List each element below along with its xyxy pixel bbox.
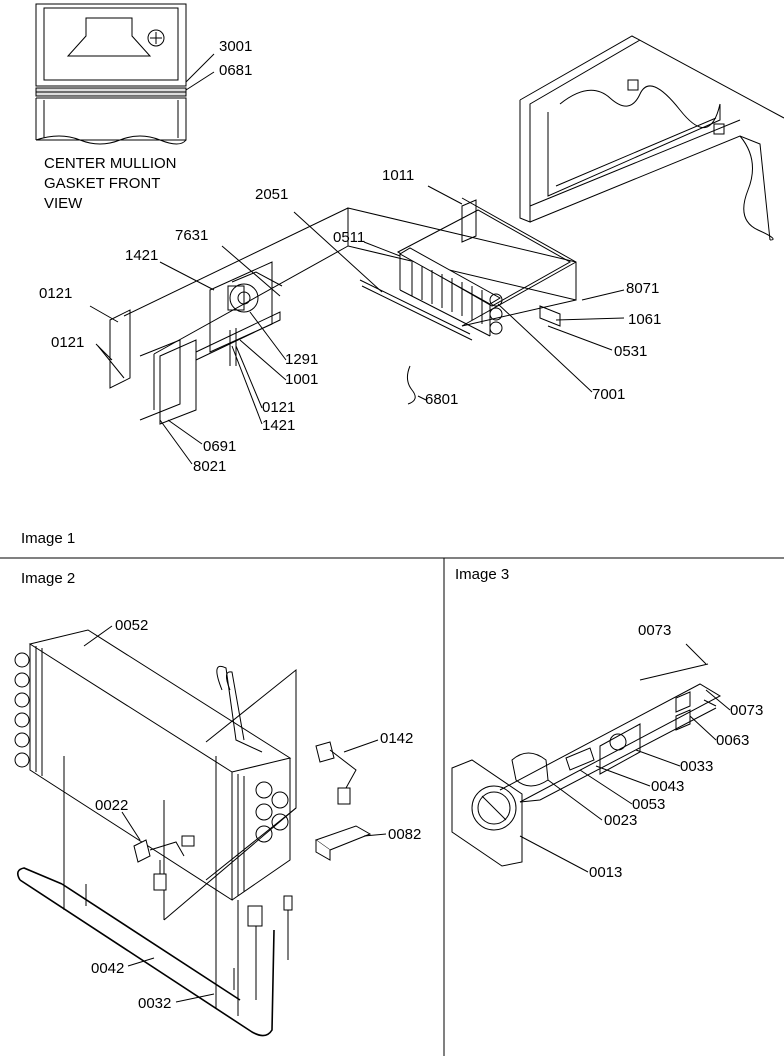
mullion-inset-drawing	[35, 3, 215, 145]
callout-0053: 0053	[632, 796, 666, 813]
evaporator-assembly-drawing	[123, 197, 577, 405]
evaporator-fins	[399, 247, 503, 337]
callout-0042: 0042	[91, 960, 125, 977]
image2-title: Image 2	[21, 570, 76, 587]
caption-line-1: CENTER MULLION	[44, 155, 177, 172]
callout-0023: 0023	[604, 812, 638, 829]
callout-1001: 1001	[285, 371, 319, 388]
callout-8071: 8071	[626, 280, 660, 297]
callout-0063: 0063	[716, 732, 750, 749]
callout-0511: 0511	[333, 229, 366, 246]
callout-0691: 0691	[203, 438, 237, 455]
callout-1011: 1011	[382, 167, 415, 184]
caption-line-2: GASKET FRONT	[44, 175, 161, 192]
callout-0121-lower: 0121	[262, 399, 296, 416]
image2-leader-lines	[83, 625, 387, 1003]
callout-1061: 1061	[628, 311, 662, 328]
callout-0681: 0681	[219, 62, 253, 79]
image1-title: Image 1	[21, 530, 76, 547]
callout-0121-upper: 0121	[39, 285, 73, 302]
callout-0121-middle: 0121	[51, 334, 85, 351]
callout-0022: 0022	[95, 797, 129, 814]
callout-8021: 8021	[193, 458, 227, 475]
callout-1421-upper: 1421	[125, 247, 159, 264]
callout-0073-lower: 0073	[730, 702, 764, 719]
callout-3001: 3001	[219, 38, 253, 55]
callout-0052: 0052	[115, 617, 149, 634]
image1-leader-lines	[89, 185, 625, 465]
callout-0043: 0043	[651, 778, 685, 795]
evaporator-coil-drawing	[14, 629, 297, 921]
image3-leader-lines	[519, 643, 731, 873]
callout-0531: 0531	[614, 343, 648, 360]
cabinet-cutaway-drawing	[519, 35, 784, 241]
callout-7001: 7001	[592, 386, 626, 403]
drain-heater-drawing	[16, 756, 275, 1037]
callout-7631: 7631	[175, 227, 209, 244]
callout-0032: 0032	[138, 995, 172, 1012]
image3-title: Image 3	[455, 566, 510, 583]
callout-0082: 0082	[388, 826, 422, 843]
callout-0142: 0142	[380, 730, 414, 747]
callout-0073-upper: 0073	[638, 622, 672, 639]
callout-1291: 1291	[285, 351, 319, 368]
callout-1421-lower: 1421	[262, 417, 296, 434]
callout-0013: 0013	[589, 864, 623, 881]
mullion-inset-caption: CENTER MULLION GASKET FRONT VIEW	[44, 154, 177, 214]
caption-line-3: VIEW	[44, 195, 83, 212]
fan-motor-assembly-drawing	[109, 261, 283, 425]
image2-components-drawing	[133, 741, 372, 1000]
callout-6801: 6801	[425, 391, 459, 408]
callout-0033: 0033	[680, 758, 714, 775]
fan-housing-drawing	[451, 663, 722, 867]
callout-2051: 2051	[255, 186, 289, 203]
